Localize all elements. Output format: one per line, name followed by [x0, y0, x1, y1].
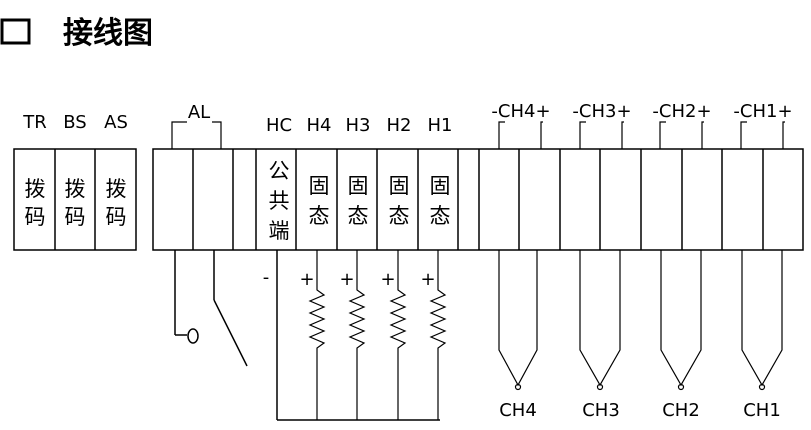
heater-cell-h3-line1: 固: [348, 174, 369, 198]
terminal-block: [152, 148, 804, 251]
channel-bottom-label-ch3: CH3: [582, 400, 620, 421]
dip-cell-tr-line1: 拨: [25, 177, 46, 201]
channel-bottom-label-ch1: CH1: [743, 400, 781, 421]
h4-load-resistor: [308, 250, 326, 420]
alarm-label: AL: [188, 102, 210, 123]
thermocouple-ch1: [741, 250, 783, 387]
channel-ch4: -CH4+ CH4: [491, 101, 550, 421]
heater-cell-h3-line2: 态: [348, 204, 369, 228]
dip-label-tr: TR: [22, 112, 47, 133]
h3-plus-sign: +: [339, 269, 354, 290]
h2-load-resistor: [389, 250, 407, 420]
channel-ch3: -CH3+ CH3: [572, 101, 631, 421]
channel-top-label-ch1: -CH1+: [733, 101, 792, 122]
dip-label-as: AS: [104, 112, 128, 133]
thermocouple-ch3: [579, 250, 621, 387]
thermocouple-ch2: [660, 250, 702, 387]
heater-label-h2: H2: [387, 115, 412, 136]
common-cell-line1: 公: [269, 159, 290, 183]
heater-cell-h1-line2: 态: [430, 204, 451, 228]
dip-cell-as-line2: 码: [106, 205, 127, 229]
common-minus-sign: -: [263, 267, 270, 288]
dip-label-bs: BS: [63, 112, 86, 133]
channel-ch2: -CH2+ CH2: [652, 101, 711, 421]
heater-cell-h4-line2: 态: [309, 204, 330, 228]
channel-ch1: -CH1+ CH1: [733, 101, 792, 421]
dip-cell-as-line1: 拨: [106, 177, 127, 201]
alarm-switch: [174, 250, 248, 367]
h4-plus-sign: +: [299, 269, 314, 290]
h2-plus-sign: +: [380, 269, 395, 290]
alarm-label-group: AL: [171, 102, 222, 149]
heater-cell-h1-line1: 固: [430, 174, 451, 198]
channel-top-label-ch4: -CH4+: [491, 101, 550, 122]
dip-cell-tr-line2: 码: [25, 205, 46, 229]
heater-cell-h4-line1: 固: [309, 174, 330, 198]
dip-switch-block: TR BS AS 拨 码 拨 码 拨 码: [13, 112, 137, 251]
channel-bottom-label-ch4: CH4: [499, 400, 537, 421]
common-cell-line2: 共: [269, 189, 290, 213]
dip-cell-bs-line2: 码: [65, 205, 86, 229]
channel-top-label-ch3: -CH3+: [572, 101, 631, 122]
dip-cell-bs-line1: 拨: [65, 177, 86, 201]
common-cell-line3: 端: [269, 219, 290, 243]
diagram-title: 接线图: [63, 16, 153, 51]
heater-label-h1: H1: [428, 115, 453, 136]
heater-label-h3: H3: [346, 115, 371, 136]
thermocouple-ch4: [498, 250, 538, 387]
heater-label-h4: H4: [307, 115, 332, 136]
common-label: HC: [266, 115, 292, 136]
heater-cell-h2-line2: 态: [389, 204, 410, 228]
heater-terminals: H4 H3 H2 H1 固 态 固 态 固 态 固 态: [307, 115, 453, 228]
ssr-wiring: - + + + +: [263, 250, 447, 421]
channel-top-label-ch2: -CH2+: [652, 101, 711, 122]
title-square-icon: [0, 18, 31, 45]
heater-cell-h2-line1: 固: [389, 174, 410, 198]
h1-plus-sign: +: [420, 269, 435, 290]
h1-load-resistor: [429, 250, 447, 420]
channel-bottom-label-ch2: CH2: [662, 400, 700, 421]
h3-load-resistor: [348, 250, 366, 420]
